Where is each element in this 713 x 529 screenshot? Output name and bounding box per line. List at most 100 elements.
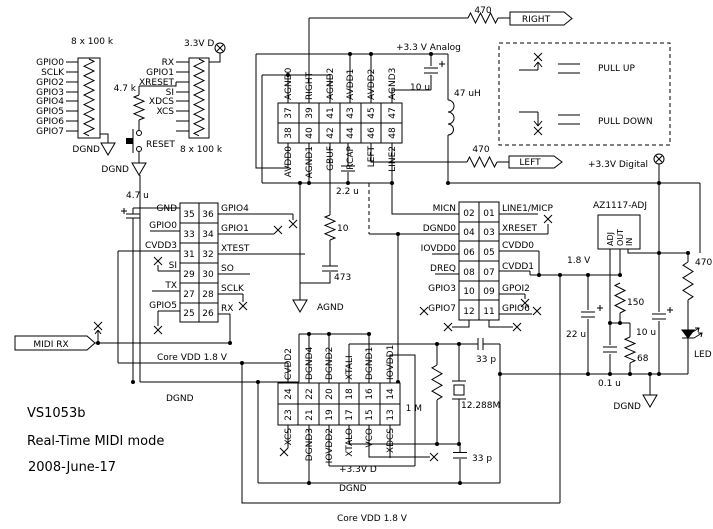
pin-number: 17 [345, 409, 355, 420]
pin-number: 06 [463, 248, 475, 258]
dgnd-led-label: DGND [613, 402, 641, 412]
pin-label: XRESET [502, 224, 538, 234]
cap-33p-bottom [453, 452, 467, 459]
resistor-470-left [466, 155, 498, 169]
left-flag-label: LEFT [519, 158, 541, 168]
c-rcap-value: 2.2 u [336, 187, 359, 197]
pin-number: 08 [463, 268, 475, 278]
pin-number: 38 [284, 127, 294, 139]
pin-label: GPIO7 [428, 304, 456, 314]
pin-number: 36 [202, 210, 214, 220]
pin-label: AGND2 [326, 68, 336, 100]
pin-label: RX [221, 304, 233, 314]
resistor-array-1-box [77, 57, 101, 139]
resistor-10 [323, 214, 337, 241]
pin-label: XTALI [345, 355, 355, 380]
pin-number: 14 [386, 388, 396, 400]
pin-number: 37 [284, 107, 294, 118]
left-flag [508, 155, 563, 169]
resistor-4k7 [132, 94, 146, 121]
c-in-value: 10 u [636, 328, 656, 338]
c-analog-value: 10 u [410, 83, 430, 93]
mode-title: Real-Time MIDI mode [27, 434, 164, 449]
pin-number: 31 [183, 250, 194, 260]
pin-label: IOVDD1 [386, 345, 396, 380]
pin-number: 44 [346, 127, 356, 139]
pin-label: GPIO4 [221, 204, 249, 214]
pin-label: LEFT [367, 145, 377, 167]
pin-number: 10 [463, 287, 475, 297]
cap-473 [322, 265, 338, 272]
pin-label: IOVDD0 [421, 244, 457, 254]
pin-label: SO [221, 264, 234, 274]
midi-rx-flag [14, 335, 96, 351]
pin-label: SI [169, 261, 177, 271]
pin-label: DGND0 [423, 224, 457, 234]
led-light-arrows [690, 327, 703, 339]
pin-number: 11 [483, 307, 494, 317]
arr1-signal: GPIO0 [36, 58, 64, 68]
resistor-150 [613, 282, 627, 314]
ground-power-symbols [100, 42, 665, 408]
capacitors [121, 61, 703, 459]
dgnd-symbol-led [642, 394, 658, 408]
reg-pin-in: IN [625, 238, 634, 246]
pin-number: 40 [305, 127, 315, 139]
pin-number: 22 [305, 388, 315, 399]
crystal-body [453, 384, 465, 396]
pin-number: 33 [183, 230, 194, 240]
pin-label: AGND3 [388, 68, 398, 100]
r-led-value: 470 [695, 258, 712, 268]
pin-label: DGND3 [305, 428, 315, 461]
core-vdd-bottom-label: Core VDD 1.8 V [337, 514, 408, 524]
labels: VS1053b Real-Time MIDI mode 2008-June-17… [27, 6, 712, 524]
array1-value: 8 x 100 k [71, 37, 114, 47]
array2-value: 8 x 100 k [180, 145, 223, 155]
pin-number: 16 [365, 388, 375, 400]
dgnd-symbol-reset [131, 162, 147, 176]
pin-number: 46 [367, 127, 377, 139]
cap-33p-top [476, 338, 485, 350]
c-core-value: 4.7 u [126, 191, 149, 201]
pin-number: 47 [388, 107, 398, 118]
cap-0u1 [603, 346, 617, 353]
resistor-array-2-box [188, 57, 210, 139]
dgnd-symbol-array [100, 142, 116, 156]
arr1-signal: GPIO5 [36, 107, 64, 117]
pin-number: 28 [202, 290, 214, 300]
c-gbuf-value: 473 [334, 273, 351, 283]
pin-label: GPIO6 [502, 304, 530, 314]
resistor-array-2-zigzag [192, 58, 206, 137]
dgnd-reset-label: DGND [101, 165, 129, 175]
pin-number: 12 [463, 307, 474, 317]
arr2-signal: GPIO1 [146, 68, 174, 78]
agnd-symbol [292, 299, 308, 313]
dgnd-mid-label: DGND [166, 394, 194, 404]
pin-label: GND [156, 204, 177, 214]
signal-flags [14, 11, 573, 351]
r-pullup-value: 4.7 k [114, 84, 137, 94]
reset-button [126, 129, 142, 153]
cap-4u7 [121, 208, 140, 219]
v33d-top-label: 3.3V D [184, 39, 214, 49]
pin-number: 41 [326, 107, 336, 118]
pin-number: 30 [202, 270, 214, 280]
midi-rx-flag-label: MIDI RX [33, 340, 68, 350]
pin-number: 45 [367, 107, 377, 118]
pin-number: 04 [463, 228, 475, 238]
dgnd-bottom-label: DGND [339, 484, 367, 494]
pin-label: DGND4 [305, 346, 315, 380]
pull-up-label: PULL UP [598, 64, 635, 74]
arr1-signal: GPIO7 [36, 127, 64, 137]
wire-segments [66, 17, 701, 504]
crystal-value: 12.288M [461, 401, 500, 411]
pin-number: 05 [483, 248, 494, 258]
pin-label: DGND2 [325, 347, 335, 380]
c-adj-value: 0.1 u [598, 379, 621, 389]
legend-box [498, 42, 671, 146]
r-left-value: 470 [472, 145, 489, 155]
led-label: LED [694, 350, 712, 360]
reg-pin-adj: ADJ [606, 232, 615, 246]
pin-number: 48 [388, 127, 398, 139]
